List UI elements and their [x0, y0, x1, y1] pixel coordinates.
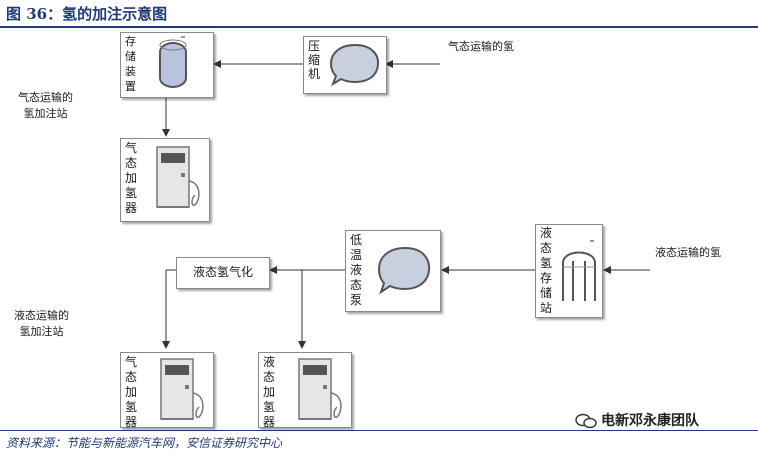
vaporizer-box: 液态氢气化 — [176, 257, 270, 289]
compressor-bubble-icon — [329, 43, 380, 87]
figure-title: 图 36：氢的加注示意图 — [6, 5, 168, 23]
storage-box: 存储装置 — [120, 32, 214, 98]
wechat-logo-icon — [575, 413, 597, 429]
pump-bubble-icon — [377, 246, 431, 295]
gas-dispenser-icon — [156, 146, 200, 208]
gas-station-label-line1: 气态运输的 — [18, 91, 73, 104]
gas-input-label: 气态运输的氢 — [448, 40, 514, 53]
compressor-label: 压缩机 — [308, 39, 321, 81]
watermark-text: 电新邓永康团队 — [601, 413, 699, 429]
liquid-storage-label: 液态氢存储站 — [540, 226, 553, 315]
gas-station-label: 气态运输的 氢加注站 — [18, 90, 73, 122]
liquid-station-label-line2: 氢加注站 — [19, 325, 64, 338]
liquid-gas-dispenser-label: 气态加氢器 — [125, 355, 138, 429]
gas-station-label-line2: 氢加注站 — [23, 107, 68, 120]
gas-tank-icon — [159, 36, 187, 88]
liquid-dispenser-box: 液态加氢器 — [258, 352, 352, 429]
compressor-box: 压缩机 — [303, 36, 387, 94]
liquid-station-label-line1: 液态运输的 — [14, 309, 69, 322]
gas-dispenser-label: 气态加氢器 — [125, 141, 138, 215]
gas-dispenser-icon — [160, 358, 204, 420]
storage-label: 存储装置 — [125, 35, 136, 93]
gas-dispenser-box: 气态加氢器 — [120, 138, 210, 222]
title-rule — [0, 26, 758, 28]
figure-source: 资料来源：节能与新能源汽车网，安信证券研究中心 — [6, 436, 283, 450]
liquid-dispenser-label: 液态加氢器 — [263, 355, 276, 429]
liquid-station-label: 液态运输的 氢加注站 — [14, 308, 69, 340]
pump-box: 低温液态泵 — [345, 230, 441, 312]
liquid-gas-dispenser-box: 气态加氢器 — [120, 352, 214, 429]
liquid-dispenser-icon — [298, 358, 342, 420]
liquid-tank-icon — [562, 240, 596, 301]
pump-label: 低温液态泵 — [350, 233, 363, 307]
liquid-input-label: 液态运输的氢 — [655, 246, 721, 259]
watermark: 电新邓永康团队 — [575, 410, 699, 430]
footer-rule — [0, 430, 758, 431]
vaporizer-label: 液态氢气化 — [192, 265, 253, 279]
liquid-storage-box: 液态氢存储站 — [535, 224, 603, 318]
